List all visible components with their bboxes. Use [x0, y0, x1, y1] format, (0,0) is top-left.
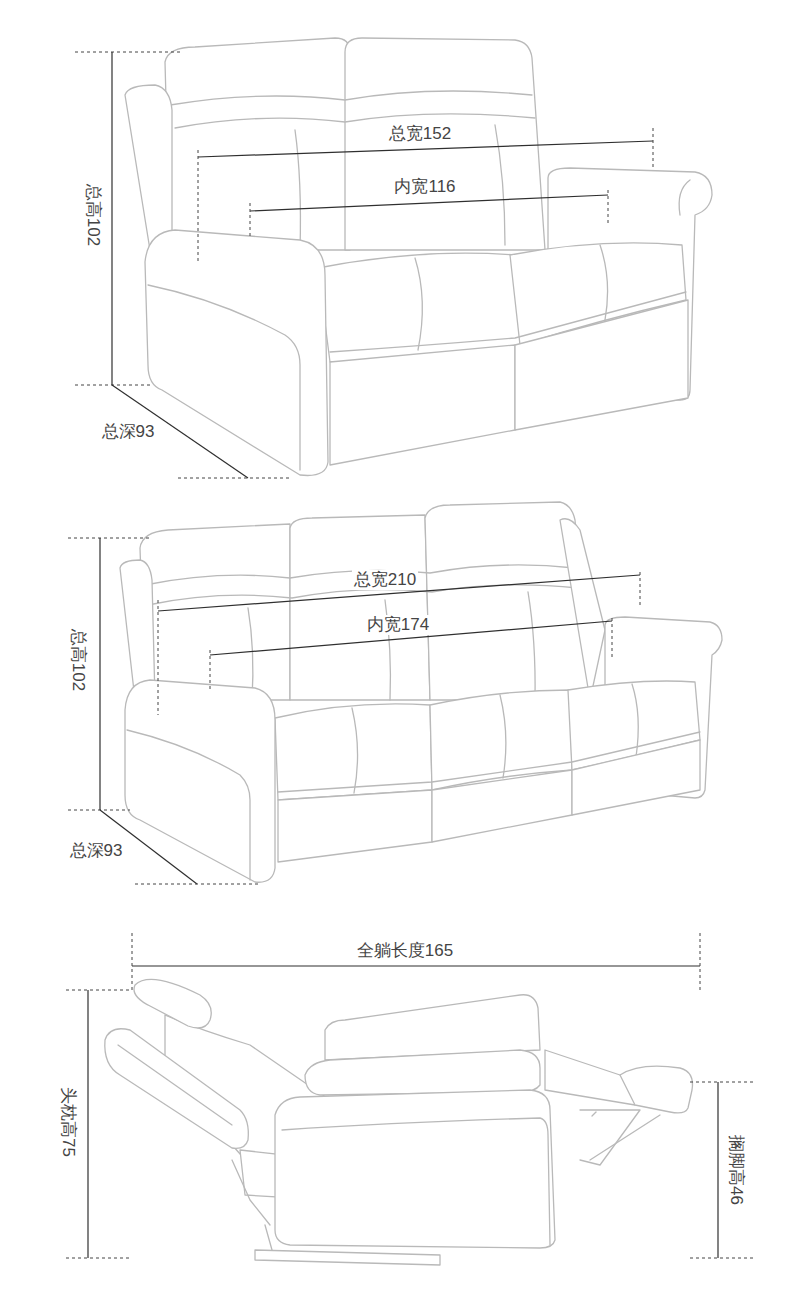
dimension-label: 头枕高75 — [58, 1085, 78, 1159]
dimension-label: 总宽152 — [387, 124, 453, 144]
dimension-label: 总深93 — [68, 841, 125, 861]
dimension-label: 总高102 — [83, 182, 103, 248]
dimension-label: 全躺长度165 — [355, 941, 455, 961]
dimension-label: 总宽210 — [352, 570, 418, 590]
dimension-label: 总深93 — [100, 422, 157, 442]
dimension-label: 内宽174 — [365, 615, 431, 635]
three-seat-sofa — [120, 502, 722, 882]
dimension-label: 搁脚高46 — [726, 1133, 746, 1207]
dimension-lines — [66, 52, 755, 1258]
two-seat-sofa — [125, 38, 712, 475]
recliner-sofa — [105, 979, 693, 1265]
dimension-label: 内宽116 — [392, 177, 457, 197]
dimension-label: 总高102 — [68, 627, 88, 693]
